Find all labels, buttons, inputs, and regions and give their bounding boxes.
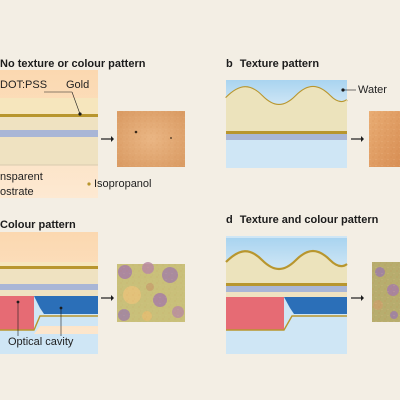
panel-c-title-text: Colour pattern — [0, 219, 76, 231]
water-bottom-region — [226, 140, 347, 168]
panel-a-stack — [0, 70, 98, 198]
gold-leader-dot — [78, 112, 82, 116]
isopropanol-leader-dot — [87, 182, 91, 186]
water-label: Water — [358, 84, 387, 96]
panel-b-title: b Texture pattern — [226, 58, 319, 70]
substrate-top-layer — [0, 117, 98, 130]
panel-a-title-text: No texture or colour pattern — [0, 58, 146, 70]
gold-layer — [0, 114, 98, 117]
transparent-substrate-label-line2: ostrate — [0, 186, 34, 198]
blue-layer — [0, 130, 98, 137]
cavity-blue-region — [34, 296, 98, 314]
blue-layer-b — [226, 134, 347, 140]
cavity-red-region-d — [226, 297, 284, 330]
photo-c — [117, 262, 185, 322]
water-region — [226, 80, 347, 105]
panel-a-title: No texture or colour pattern — [0, 58, 145, 70]
panel-d-stack — [225, 236, 348, 354]
panel-c-title: Colour pattern — [0, 219, 76, 231]
photo-d — [372, 262, 400, 322]
panel-b-letter: b — [226, 58, 233, 70]
substrate-layer — [0, 137, 98, 165]
pedot-layer — [0, 98, 98, 116]
wavy-pedot-layer — [226, 87, 347, 134]
panel-c-stack — [0, 232, 98, 354]
gold-label: Gold — [66, 79, 90, 91]
pedot-label: DOT:PSS — [0, 79, 48, 91]
transparent-substrate-label-line1: nsparent — [0, 171, 43, 183]
isopropanol-label: Isopropanol — [94, 178, 152, 190]
panel-b-stack — [225, 80, 348, 168]
panel-b-title-text: Texture pattern — [239, 58, 320, 70]
panel-d-title: d Texture and colour pattern — [226, 214, 378, 226]
panel-d-letter: d — [226, 214, 233, 226]
panel-d-title-text: Texture and colour pattern — [239, 214, 379, 226]
cavity-blue-region-d — [284, 297, 347, 314]
optical-cavity-label: Optical cavity — [8, 336, 74, 348]
